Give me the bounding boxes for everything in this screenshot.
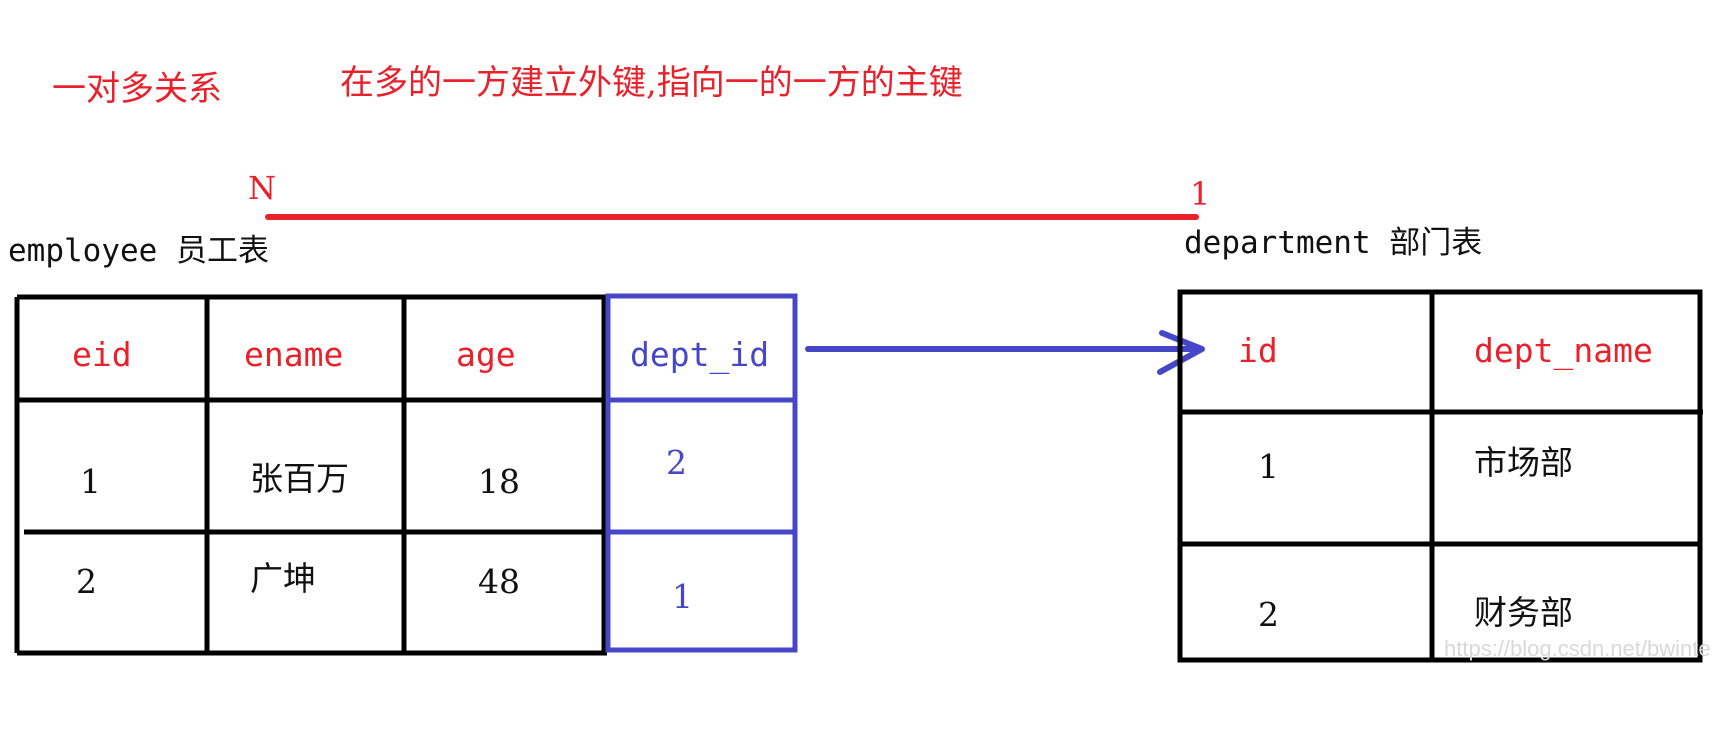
employee-table-grid (14, 294, 607, 656)
department-row1-name: 市场部 (1474, 443, 1573, 482)
department-row1-id: 1 (1258, 447, 1279, 486)
department-header-dept-name: dept_name (1474, 331, 1653, 370)
department-table-grid (1177, 289, 1703, 663)
employee-header-age: age (456, 335, 516, 374)
employee-row1-ename: 张百万 (250, 459, 349, 498)
employee-row1-age: 18 (478, 462, 520, 501)
department-table-label: department 部门表 (1184, 225, 1483, 261)
department-row2-name: 财务部 (1474, 593, 1573, 632)
foreign-key-arrow (805, 330, 1205, 375)
employee-row1-eid: 1 (80, 462, 101, 501)
cardinality-many-label: N (248, 169, 276, 207)
employee-header-ename: ename (244, 335, 344, 374)
foreign-key-column-border (605, 293, 798, 653)
relation-type-title: 一对多关系 (52, 69, 222, 109)
employee-header-eid: eid (72, 335, 132, 374)
employee-row2-age: 48 (478, 562, 520, 601)
department-header-id: id (1238, 331, 1278, 370)
employee-row2-dept-id: 1 (672, 577, 693, 616)
employee-row2-eid: 2 (76, 562, 97, 601)
employee-row2-ename: 广坤 (250, 559, 316, 598)
employee-table-label: employee 员工表 (8, 233, 269, 269)
cardinality-one-label: 1 (1190, 175, 1211, 213)
employee-header-dept-id: dept_id (630, 335, 770, 374)
department-row2-id: 2 (1258, 595, 1279, 634)
foreign-key-rule-text: 在多的一方建立外键,指向一的一方的主键 (340, 63, 963, 103)
watermark-text: https://blog.csdn.net/bwinte (1444, 636, 1711, 661)
employee-row1-dept-id: 2 (666, 443, 687, 482)
